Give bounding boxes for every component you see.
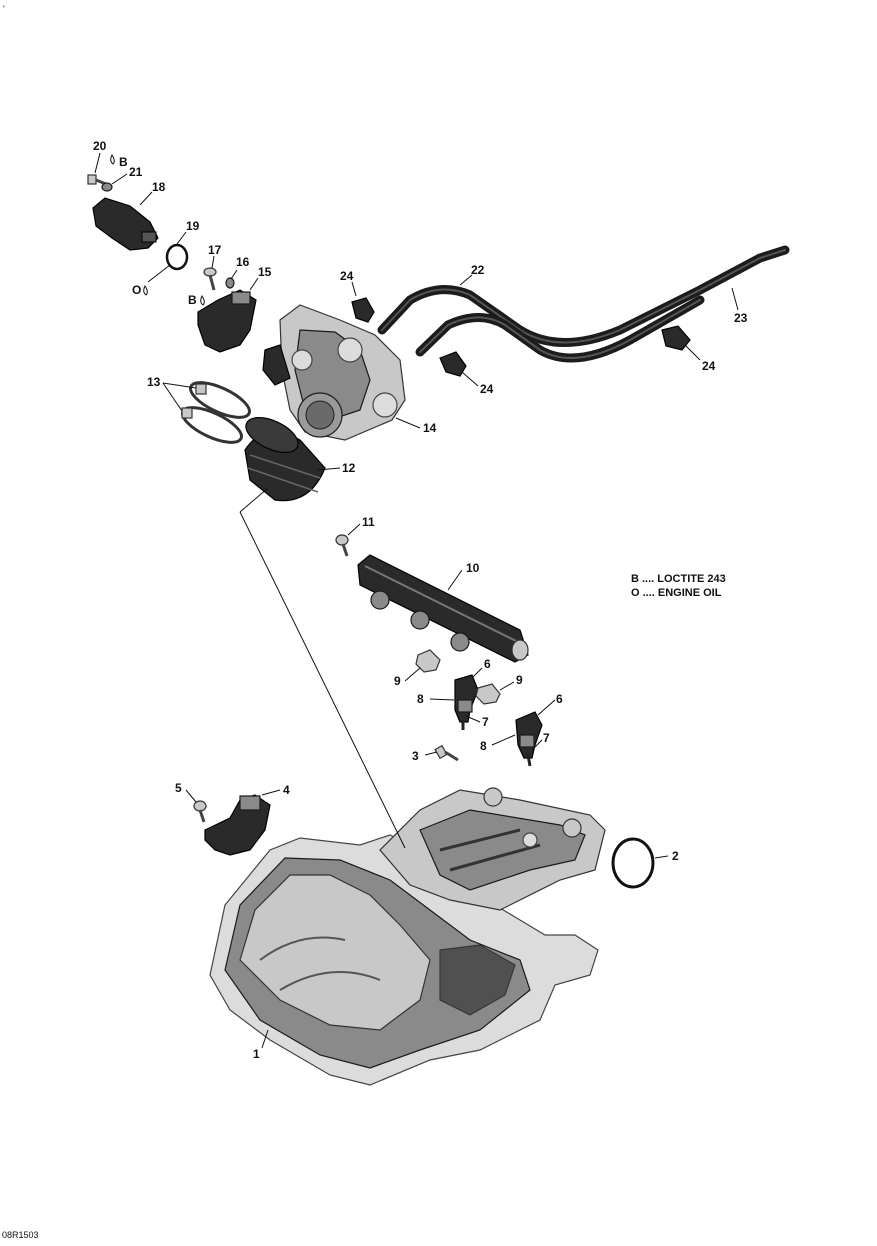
injector-clip-left: 9 [394,649,441,688]
callout-2: 2 [672,849,679,863]
callout-14: 14 [423,421,437,435]
callout-6b: 6 [556,692,563,706]
callout-10: 10 [466,561,480,575]
rubber-adaptor-part-12: 12 [239,417,406,849]
callout-17: 17 [208,243,222,257]
seal-part-16: 16 [225,255,250,289]
assembly-leader-line [239,511,406,849]
legend-loctite: B .... LOCTITE 243 [631,573,726,585]
fuel-injector-left: 6 7 8 [417,657,491,730]
callout-24a: 24 [340,269,354,283]
marker-o-19: O [132,283,141,297]
throttle-position-sensor-part-15: 15 [197,265,272,353]
throttle-body-part-14: 14 [262,304,437,441]
screw-part-3: 3 [412,744,459,763]
marker-b-20: B [119,155,128,169]
legend-engine-oil: O .... ENGINE OIL [631,587,722,599]
callout-20: 20 [93,139,107,153]
fuel-rail-part-10: 10 [357,554,529,663]
coolant-hose-part-23: 23 [415,287,748,363]
sensor-part-4: 4 [204,783,290,856]
callout-12: 12 [342,461,356,475]
corner-mark: ' [3,4,5,14]
callout-7a: 7 [482,715,489,729]
screw-part-17: 17 B [188,243,222,307]
callout-5: 5 [175,781,182,795]
diagram-code: 08R1503 [2,1230,39,1240]
callout-8a: 8 [417,692,424,706]
drop-icon [110,154,115,165]
callout-7b: 7 [543,731,550,745]
callout-18: 18 [152,180,166,194]
marker-b-17: B [188,293,197,307]
washer-part-21: 21 [101,165,143,192]
callout-16: 16 [236,255,250,269]
coolant-hose-part-22: 22 [377,245,790,347]
callout-9b: 9 [516,673,523,687]
callout-13: 13 [147,375,161,389]
callout-6a: 6 [484,657,491,671]
callout-23: 23 [734,311,748,325]
hose-clamp-part-24-top: 24 [340,269,375,323]
injector-clip-right: 9 [475,673,523,705]
callout-11: 11 [362,515,375,529]
drop-icon [143,285,148,296]
o-ring-part-2: 2 [611,837,679,889]
hose-clamps-part-13: 13 [147,375,251,444]
intake-manifold-housing [209,834,599,1086]
callout-19: 19 [186,219,200,233]
callout-9a: 9 [394,674,401,688]
idle-air-valve-part-18: 18 [92,180,166,251]
callout-1: 1 [253,1047,260,1061]
callout-24b: 24 [480,382,494,396]
callout-15: 15 [258,265,272,279]
hose-clamp-part-24-right: 24 [661,325,716,373]
fuel-injector-right: 6 7 8 [480,692,563,767]
screw-part-5: 5 [175,781,207,823]
callout-24c: 24 [702,359,716,373]
o-ring-part-19: 19 O [132,219,200,297]
callout-22: 22 [471,263,485,277]
callout-3: 3 [412,749,419,763]
intake-runners [379,787,606,911]
callout-21: 21 [129,165,143,179]
callout-8b: 8 [480,739,487,753]
legend: B .... LOCTITE 243 O .... ENGINE OIL [631,573,726,599]
callout-4: 4 [283,783,290,797]
hose-clamp-part-24-middle: 24 [439,351,494,396]
drop-icon [200,295,205,306]
screw-part-11: 11 [335,515,375,557]
